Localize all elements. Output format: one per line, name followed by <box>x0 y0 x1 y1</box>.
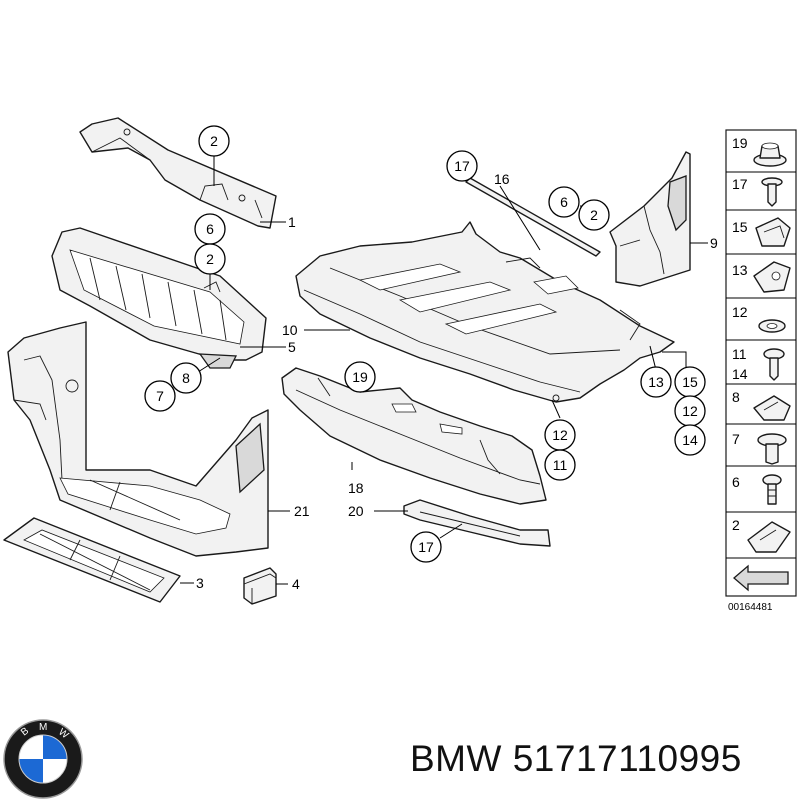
svg-text:7: 7 <box>732 431 740 447</box>
svg-text:13: 13 <box>648 374 664 390</box>
part-10-underbody-shield <box>295 221 675 403</box>
legend-row-13: 13 <box>732 261 791 293</box>
svg-text:17: 17 <box>454 158 470 174</box>
callout-13: 13 <box>640 366 672 398</box>
part-3-lower-plate <box>3 517 181 603</box>
part-1-upper-cover <box>79 117 277 229</box>
callout-8: 8 <box>170 362 202 394</box>
svg-text:12: 12 <box>682 403 698 419</box>
svg-text:17: 17 <box>732 176 748 192</box>
legend-row-8: 8 <box>732 389 791 421</box>
legend-row-2: 2 <box>732 517 791 553</box>
callout-15: 15 <box>674 366 706 398</box>
legend-row-17: 17 <box>732 176 783 207</box>
svg-text:15: 15 <box>732 219 748 235</box>
svg-text:11: 11 <box>553 457 568 473</box>
svg-text:12: 12 <box>552 427 568 443</box>
legend-row-6: 6 <box>732 474 782 505</box>
part-18-long-tray <box>281 367 547 505</box>
label-9: 9 <box>710 235 718 251</box>
label-21: 21 <box>294 503 310 519</box>
part-20-trim-strip <box>403 499 551 547</box>
label-20: 20 <box>348 503 364 519</box>
svg-text:6: 6 <box>560 194 568 210</box>
label-16: 16 <box>494 171 510 187</box>
svg-text:8: 8 <box>182 370 190 386</box>
callout-12b: 12 <box>544 419 576 451</box>
label-1: 1 <box>288 214 296 230</box>
callout-17a: 17 <box>446 150 478 182</box>
svg-text:14: 14 <box>682 432 698 448</box>
svg-text:17: 17 <box>418 539 434 555</box>
part-4-clip-block <box>243 567 277 605</box>
legend-row-19: 19 <box>732 135 787 167</box>
doc-code: 00164481 <box>728 602 773 613</box>
svg-text:7: 7 <box>156 388 164 404</box>
svg-text:2: 2 <box>206 251 214 267</box>
bmw-logo-icon: B M W <box>3 719 83 799</box>
legend-row-7: 7 <box>732 431 787 465</box>
legend-row-15: 15 <box>732 217 791 247</box>
brand-part-number: BMW 51717110995 <box>410 738 742 780</box>
label-4: 4 <box>292 576 300 592</box>
svg-text:15: 15 <box>682 374 698 390</box>
part-9-side-bracket <box>609 151 691 287</box>
svg-text:13: 13 <box>732 262 748 278</box>
legend-row-11-14: 11 14 <box>732 346 785 382</box>
callout-6b: 6 <box>548 186 580 218</box>
callout-6a: 6 <box>194 213 226 245</box>
brand-name: BMW <box>410 738 502 779</box>
callout-19: 19 <box>344 361 376 393</box>
callout-14: 14 <box>674 424 706 456</box>
callout-2a: 2 <box>198 125 230 157</box>
svg-text:8: 8 <box>732 389 740 405</box>
part-number: 51717110995 <box>512 738 742 779</box>
label-18: 18 <box>348 480 364 496</box>
svg-text:M: M <box>39 722 47 733</box>
label-10: 10 <box>282 322 298 338</box>
callout-7: 7 <box>144 380 176 412</box>
svg-text:11: 11 <box>732 346 747 362</box>
svg-text:19: 19 <box>732 135 748 151</box>
label-5: 5 <box>288 339 296 355</box>
fastener-legend: 19 17 15 13 12 11 14 <box>725 129 797 613</box>
callouts: 2 6 2 8 7 17 6 2 19 13 15 12 14 12 11 17 <box>144 125 706 563</box>
svg-text:2: 2 <box>590 207 598 223</box>
svg-text:12: 12 <box>732 304 748 320</box>
legend-row-12: 12 <box>732 304 786 333</box>
labels: 1 16 9 10 5 18 20 21 3 4 <box>196 171 718 592</box>
svg-text:2: 2 <box>210 133 218 149</box>
svg-text:6: 6 <box>206 221 214 237</box>
legend-arrow-row <box>733 564 789 592</box>
label-3: 3 <box>196 575 204 591</box>
part-21-front-carrier <box>7 321 269 557</box>
svg-text:6: 6 <box>732 474 740 490</box>
svg-text:19: 19 <box>352 369 368 385</box>
leader-lines <box>180 156 708 585</box>
callout-11: 11 <box>544 449 576 481</box>
svg-text:2: 2 <box>732 517 740 533</box>
svg-text:14: 14 <box>732 366 748 382</box>
callout-2b: 2 <box>194 243 226 275</box>
callout-17b: 17 <box>410 531 442 563</box>
callout-2c: 2 <box>578 199 610 231</box>
callout-12a: 12 <box>674 395 706 427</box>
